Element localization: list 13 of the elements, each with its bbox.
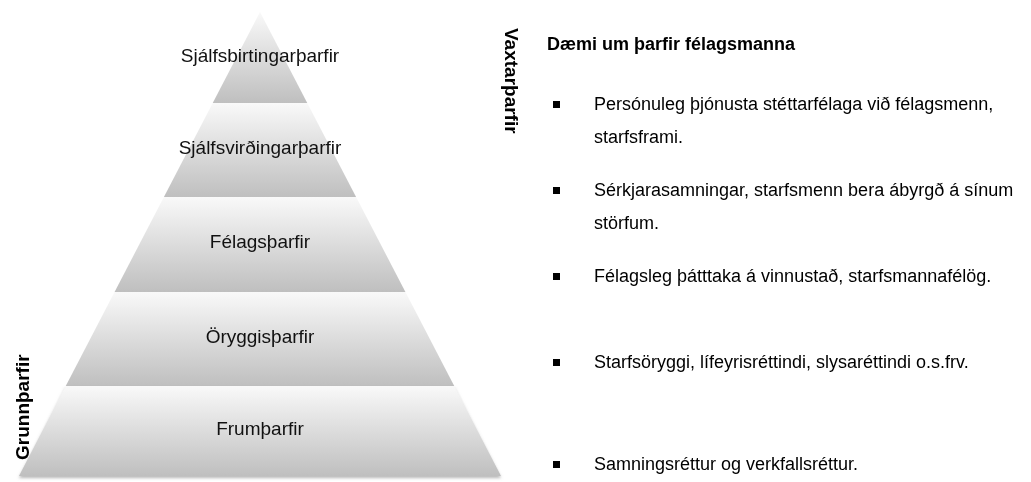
bullet-text: Persónuleg þjónusta stéttarfélaga við félagsmenn, starfsframi.	[594, 93, 995, 149]
list-heading: Dæmi um þarfir félagsmanna	[547, 34, 796, 55]
level-label: Sjálfsvirðingarþarfir	[178, 136, 342, 159]
vertical-category-label: Grunnþarfir	[12, 354, 34, 460]
bullet-text: Starfsöryggi, lífeyrisréttindi, slysaréttindi o.s.frv.	[594, 351, 970, 374]
level-label: Sjálfsbirtingarþarfir	[180, 44, 340, 67]
vertical-category-label: Vaxtarþarfir	[500, 28, 522, 134]
level-label: Frumþarfir	[216, 418, 304, 441]
bullet-text: Samningsréttur og verkfallsréttur.	[594, 453, 860, 476]
bullet-text: Sérkjarasamningar, starfsmenn bera ábyrgð á sínum störfum.	[594, 179, 1015, 235]
level-label: Félagsþarfir	[209, 231, 311, 254]
bullet-text: Félagsleg þátttaka á vinnustað, starfsmannafélög.	[594, 265, 993, 288]
level-label: Öryggisþarfir	[205, 325, 315, 348]
